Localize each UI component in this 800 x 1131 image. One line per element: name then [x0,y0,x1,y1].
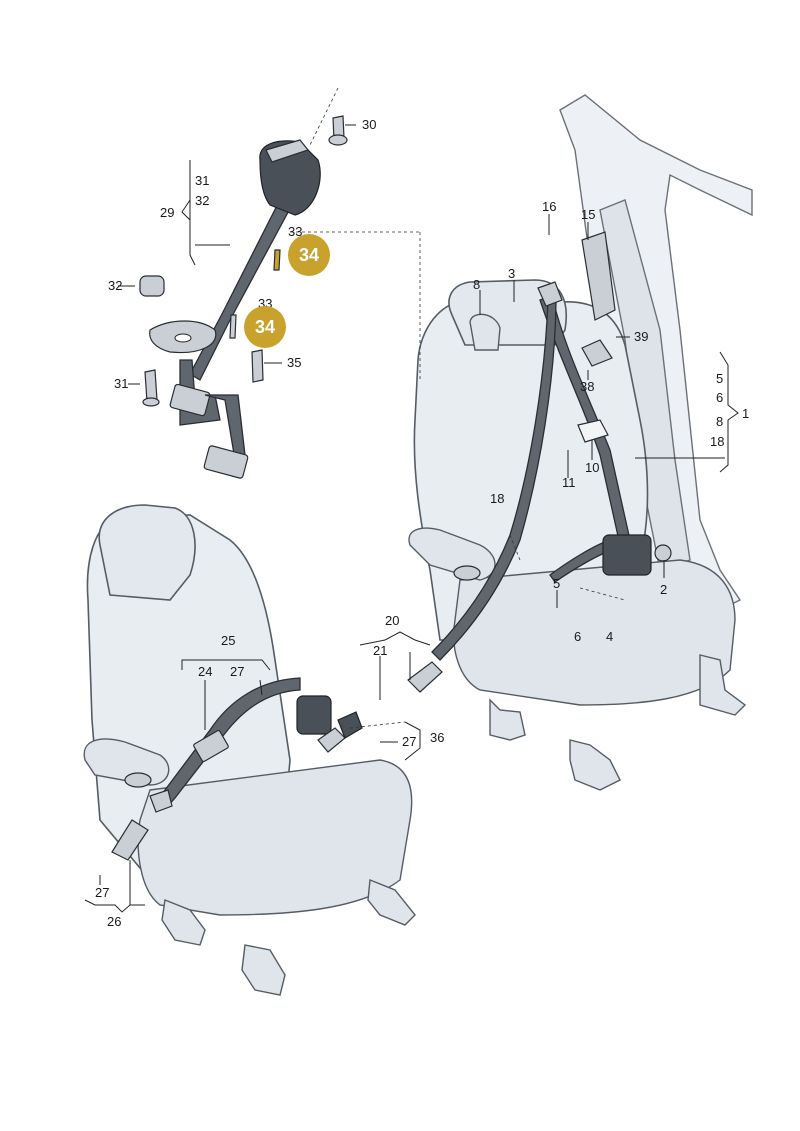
callout-20: 20 [385,613,399,628]
callout-4: 4 [606,629,613,644]
callout-39: 39 [634,329,648,344]
callout-31-top: 31 [195,173,209,188]
callout-2: 2 [660,582,667,597]
callout-24: 24 [198,664,212,679]
callout-31-left: 31 [114,376,128,391]
callout-5-mid: 5 [553,576,560,591]
callout-32-top: 32 [195,193,209,208]
callout-16: 16 [542,199,556,214]
callouts: 30 31 29 32 33 32 33 31 35 16 15 8 3 39 … [95,117,749,929]
callout-6-right: 6 [716,390,723,405]
callout-32-left: 32 [108,278,122,293]
front-belt-assembly [407,231,672,693]
retractor-detail [139,115,348,479]
callout-3: 3 [508,266,515,281]
callout-30: 30 [362,117,376,132]
highlight-badge-34-top: 34 [288,234,330,276]
callout-18-mid: 18 [490,491,504,506]
badge-label: 34 [299,245,319,265]
callout-26: 26 [107,914,121,929]
callout-1: 1 [742,406,749,421]
highlight-badge-34-mid: 34 [244,306,286,348]
callout-36: 36 [430,730,444,745]
callout-15: 15 [581,207,595,222]
callout-29: 29 [160,205,174,220]
callout-11: 11 [562,475,576,490]
callout-27-bottom: 27 [95,885,109,900]
callout-5-right: 5 [716,371,723,386]
callout-21: 21 [373,643,387,658]
callout-8-top: 8 [473,277,480,292]
badge-label: 34 [255,317,275,337]
leader-lines [84,87,739,913]
callout-33-top: 33 [288,224,302,239]
callout-6-mid: 6 [574,629,581,644]
badge-circle [288,234,330,276]
callout-8-right: 8 [716,414,723,429]
callout-38: 38 [580,379,594,394]
badge-circle [244,306,286,348]
callout-18-right: 18 [710,434,724,449]
callout-10: 10 [585,460,599,475]
callout-27-right: 27 [402,734,416,749]
callout-25: 25 [221,633,235,648]
rear-seat [83,504,416,996]
rear-belt-assembly [111,677,363,861]
callout-35: 35 [287,355,301,370]
callout-27-top: 27 [230,664,244,679]
